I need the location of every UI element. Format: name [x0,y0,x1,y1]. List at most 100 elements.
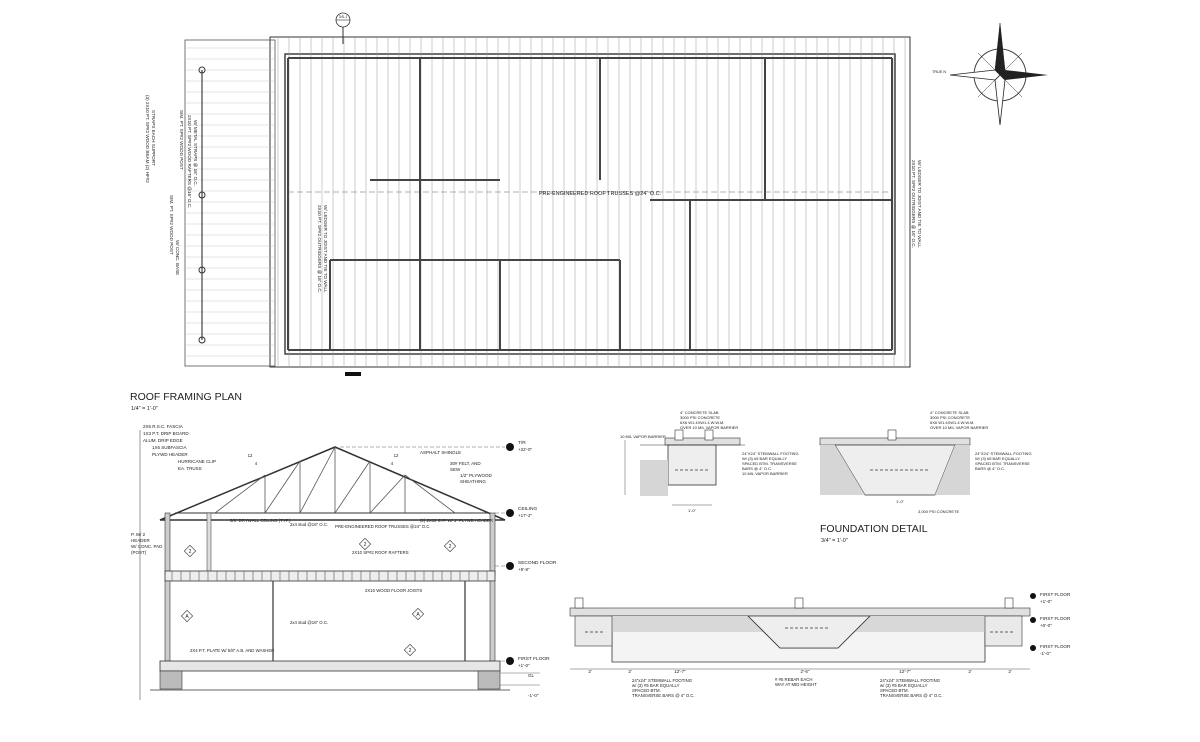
svg-text:FIRST FLOOR: FIRST FLOOR [1040,616,1071,621]
svg-text:SPACED BTM. TRANSVERSE: SPACED BTM. TRANSVERSE [975,461,1030,466]
roof-truss [159,446,506,521]
truss-note: PRE-ENGINEERED ROOF TRUSSES @24" O.C. [539,191,662,197]
svg-text:3,000 PSI CONCRETE: 3,000 PSI CONCRETE [918,509,959,514]
svg-text:2: 2 [449,544,452,550]
svg-text:24"X24" STEMWALL FOOTING: 24"X24" STEMWALL FOOTING [975,451,1032,456]
svg-text:4" CONCRETE SLAB: 4" CONCRETE SLAB [680,410,719,415]
svg-text:SEW: SEW [450,467,461,472]
ceiling-elev: +17'-2" [518,513,532,518]
svg-text:OVER 10 MIL VAPOR BARRIER: OVER 10 MIL VAPOR BARRIER [680,425,738,430]
svg-text:SPACED BTM.: SPACED BTM. [880,688,909,693]
svg-text:A: A [185,614,189,620]
svg-text:4: 4 [391,461,394,466]
svg-text:2: 2 [189,549,192,555]
left-porch-outline [184,39,276,367]
upper-wall-left [164,512,171,576]
svg-text:2x4 stud @16" O.C.: 2x4 stud @16" O.C. [290,620,328,625]
svg-text:2X10 PT. SP#2 OUTRIGGERS @ 16": 2X10 PT. SP#2 OUTRIGGERS @ 16" O.C. [911,160,916,248]
svg-text:12'-7": 12'-7" [899,669,911,674]
interior-wall [206,512,212,576]
svg-text:12: 12 [394,453,399,458]
svg-text:2x4 stud @16" O.C.: 2x4 stud @16" O.C. [290,522,328,527]
svg-text:SPACED BTM. TRANSVERSE: SPACED BTM. TRANSVERSE [742,461,797,466]
svg-text:2X4 P.T. PLATE W/ 5/8" A.B. AN: 2X4 P.T. PLATE W/ 5/8" A.B. AND WASHER [190,648,274,653]
svg-text:W/ CONC. PAD: W/ CONC. PAD [131,544,163,549]
foundation-detail-right: 4" CONCRETE SLAB 3000 PSI CONCRETE 6X6 W… [819,410,1032,514]
svg-text:SPACED BTM.: SPACED BTM. [632,688,661,693]
compass-tag: TRUE N [932,70,946,74]
footing-left [159,670,183,690]
svg-text:2': 2' [588,669,592,674]
left-partial-notes: P. W/ 2 HEADER W/ CONC. PAD (POST) [131,532,163,555]
svg-text:STRAPS EACH SUPPORT: STRAPS EACH SUPPORT [151,110,156,166]
svg-text:24"x24" STEMWALL FOOTING: 24"x24" STEMWALL FOOTING [632,678,693,683]
svg-text:5/8" DRYWALL CEILING (TYP.): 5/8" DRYWALL CEILING (TYP.) [230,518,291,523]
foundation-detail-left: 10 MIL VAPOR BARRIER 4" CONCRETE SLAB 30… [620,410,799,513]
svg-text:4" CONCRETE SLAB: 4" CONCRETE SLAB [930,410,969,415]
detail-tags: 2 2 2 2 A A [180,537,457,657]
roof-notes: ASPHALT SHINGLE 30# FELT, AND SEW 1/2" P… [420,450,493,484]
svg-text:2X10 PT. SP#2 OUTRIGGERS @ 16": 2X10 PT. SP#2 OUTRIGGERS @ 16" O.C. [317,205,322,293]
svg-text:1X6 SUBFASCIA: 1X6 SUBFASCIA [152,445,187,450]
truss-webs [214,446,456,514]
svg-text:FIRST FLOOR: FIRST FLOOR [1040,592,1071,597]
svg-text:2': 2' [1008,669,1012,674]
svg-text:2X10 SP#2 ROOF RAFTERS: 2X10 SP#2 ROOF RAFTERS [352,550,409,555]
svg-text:W/ CONC. BASE: W/ CONC. BASE [175,240,180,275]
roof-framing-plan: PRE-ENGINEERED ROOF TRUSSES @24" O.C. SI… [130,12,922,412]
section-inner-notes: 5/8" DRYWALL CEILING (TYP.) 2x4 stud @16… [190,518,493,653]
foundation-title: FOUNDATION DETAIL [820,523,928,535]
svg-text:OVER 10 MIL VAPOR BARRIER: OVER 10 MIL VAPOR BARRIER [930,425,988,430]
svg-text:+0'-0": +0'-0" [1040,623,1052,628]
svg-text:SIM. PT. SP#2 WOOD POST: SIM. PT. SP#2 WOOD POST [179,110,184,170]
long-dims: 12'-7" 2'-6" 12'-7" 2' 2' 2' 2' [588,669,1012,674]
svg-text:10 MIL VAPOR BARRIER: 10 MIL VAPOR BARRIER [742,471,788,476]
svg-text:P. W/ 2: P. W/ 2 [131,532,146,537]
svg-text:TRANSVERSE BARS @ 4" O.C.: TRANSVERSE BARS @ 4" O.C. [632,693,695,698]
section-top-notes: 2X6 R.S.C. FASCIA 1X3 P.T. DRIP BOARD AL… [143,424,216,471]
post [198,336,206,344]
svg-text:EA. TRUSS: EA. TRUSS [178,466,202,471]
top-label: T/R [518,440,526,446]
svg-text:10 MIL VAPOR BARRIER: 10 MIL VAPOR BARRIER [620,434,666,439]
svg-text:2': 2' [628,669,632,674]
svg-text:2: 2 [409,648,412,654]
post [198,266,206,274]
elevation-markers [506,443,514,665]
svg-text:SHEATHING: SHEATHING [460,479,486,484]
svg-text:W/ METAL STRAPS @ 16" O.C.: W/ METAL STRAPS @ 16" O.C. [193,120,198,186]
second-floor-elev: +9'-8" [518,567,530,572]
foundation-scale: 3/4" = 1'-0" [821,538,848,544]
gl-elev: -1'-0" [528,693,539,698]
svg-text:2X10 WOOD FLOOR JOISTS: 2X10 WOOD FLOOR JOISTS [365,588,422,593]
section-marker-bottom [345,372,361,376]
right-note: 2X10 PT. SP#2 OUTRIGGERS @ 16" O.C. W/ L… [911,160,922,248]
svg-text:-1'-0": -1'-0" [1040,651,1051,656]
svg-text:W/ (3) #5 BAR EQUALLY: W/ (3) #5 BAR EQUALLY [975,456,1020,461]
building-section: T/R +22'-0" CEILING +17'-2" SECOND FLOOR… [131,424,557,700]
joist-ticks [171,571,488,581]
stemwall-left [667,444,717,486]
long-foundation-section: 12'-7" 2'-6" 12'-7" 2' 2' 2' 2' # #5 REB… [569,592,1071,698]
elevation-lines [340,446,505,662]
post [198,66,206,74]
svg-text:1/2" PLYWOOD: 1/2" PLYWOOD [460,473,493,478]
svg-text:2': 2' [968,669,972,674]
svg-text:WAY AT MID HEIGHT: WAY AT MID HEIGHT [775,682,817,687]
svg-text:(POST): (POST) [131,550,147,555]
svg-text:12'-7": 12'-7" [674,669,686,674]
svg-text:3000 PSI CONCRETE: 3000 PSI CONCRETE [680,415,720,420]
lower-wall-left [164,580,171,662]
ceiling-label: CEILING [518,506,537,512]
svg-text:# #5 REBAR EACH: # #5 REBAR EACH [775,677,813,682]
svg-text:W/ (3) #5 BAR EQUALLY: W/ (3) #5 BAR EQUALLY [742,456,787,461]
svg-text:1X3 P.T. DRIP BOARD: 1X3 P.T. DRIP BOARD [143,431,189,436]
svg-text:+1'-0": +1'-0" [1040,599,1052,604]
north-arrow-icon [949,22,1048,126]
footing-right [477,670,501,690]
svg-text:A: A [416,612,420,618]
roof-plan-title: ROOF FRAMING PLAN [130,391,242,403]
svg-text:TRANSVERSE BARS @ 4" O.C.: TRANSVERSE BARS @ 4" O.C. [880,693,943,698]
svg-text:30# FELT, AND: 30# FELT, AND [450,461,481,466]
